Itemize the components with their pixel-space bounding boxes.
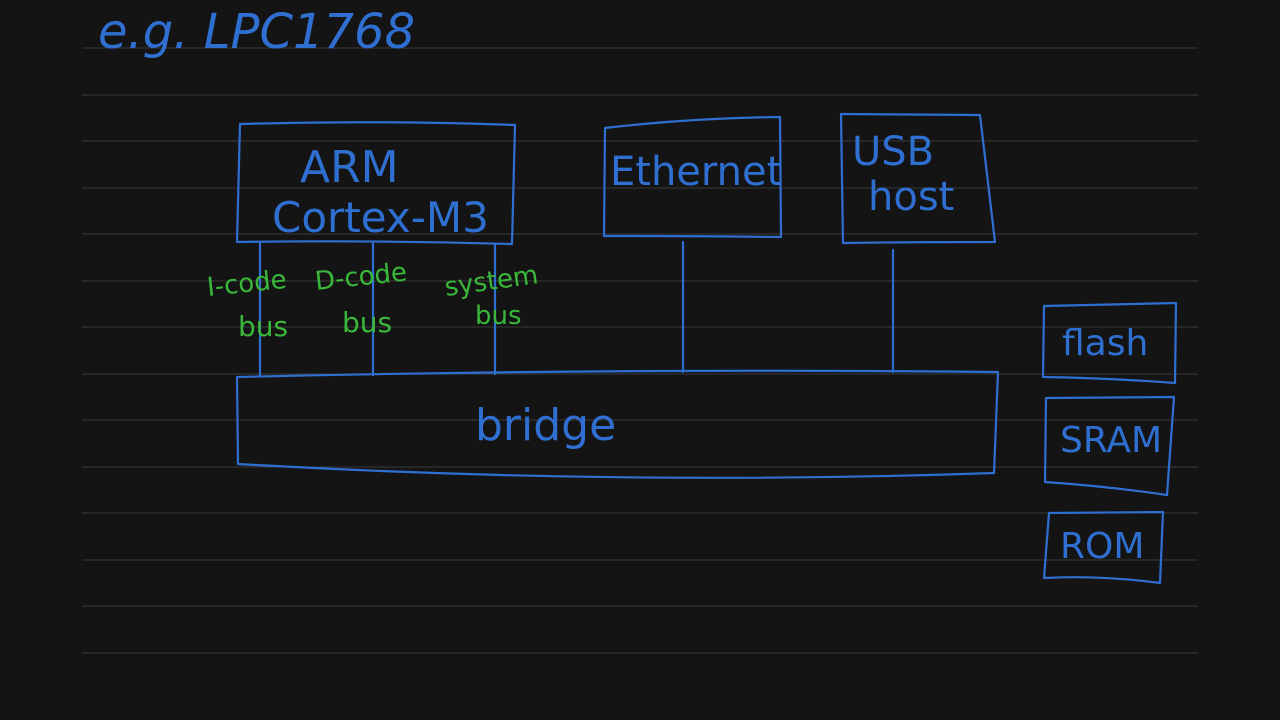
usb-host-box	[839, 112, 997, 245]
diagram-heading: e.g. LPC1768	[98, 4, 415, 60]
cpu-label-line2: Cortex-M3	[272, 193, 489, 242]
rom-label: ROM	[1060, 526, 1144, 567]
diagram-strokes	[235, 112, 1178, 585]
bridge-label: bridge	[475, 400, 616, 451]
usb-label-line2: host	[868, 174, 954, 220]
ethernet-box	[602, 115, 783, 239]
cpu-label-line1: ARM	[300, 142, 399, 193]
sram-box	[1043, 395, 1176, 497]
system-label-line2: bus	[475, 301, 522, 331]
usb-label-line1: USB	[852, 129, 934, 175]
cpu-box	[235, 121, 517, 246]
rom-box	[1042, 510, 1165, 585]
flash-label: flash	[1062, 323, 1148, 364]
flash-box	[1041, 301, 1178, 385]
icode-label-line2: bus	[238, 310, 288, 343]
ruled-lines	[82, 47, 1198, 654]
block-labels: ARM Cortex-M3 Ethernet USB host bridge f…	[272, 129, 1162, 567]
dcode-label-line2: bus	[342, 306, 392, 339]
sram-label: SRAM	[1060, 420, 1162, 461]
bridge-box	[235, 369, 1000, 479]
ethernet-label: Ethernet	[610, 149, 782, 195]
